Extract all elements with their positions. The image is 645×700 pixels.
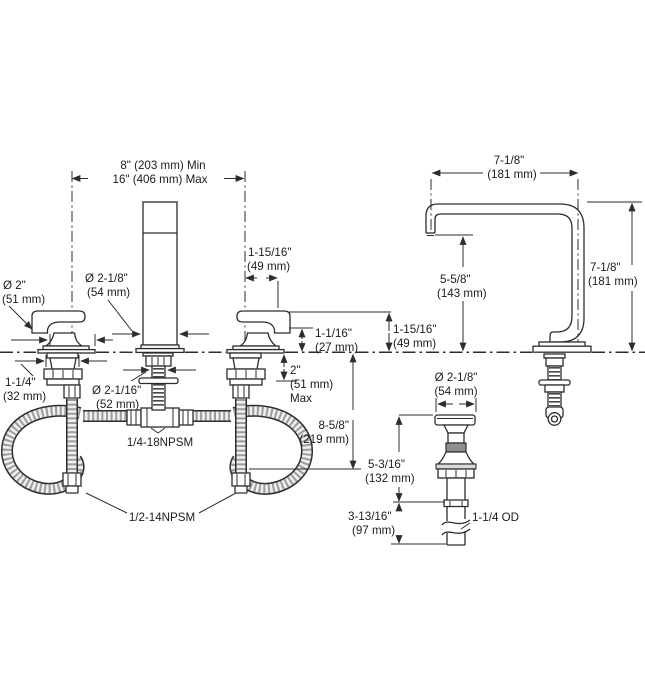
- dim-valve-dia-2: (54 mm): [87, 286, 130, 299]
- pipe-break-lower: [441, 528, 471, 536]
- tee-fitting: [126, 407, 194, 428]
- dim-spout-height-2: (181 mm): [588, 275, 638, 288]
- dim-tailpiece-2: (97 mm): [352, 524, 395, 537]
- center-shank: [138, 352, 179, 411]
- dim-valve-dia-1: Ø 2-1/8": [85, 272, 128, 285]
- dim-drain-body-1: 5-3/16": [368, 458, 405, 471]
- dim-handle-dia-1: Ø 2": [3, 279, 26, 292]
- dim-deck-max-2: (51 mm): [290, 378, 333, 391]
- spout-shank: [538, 353, 571, 426]
- dim-drain-dia-1: Ø 2-1/8": [435, 371, 478, 384]
- dim-handle-reach-2: (49 mm): [247, 260, 290, 273]
- dimension-lines: [8, 169, 642, 545]
- dim-spout-reach-1: 7-1/8": [494, 154, 525, 167]
- dim-handle-above-1: 1-15/16": [393, 323, 436, 336]
- dim-spout-height-1: 7-1/8": [590, 261, 621, 274]
- supply-hoses: [7, 399, 307, 493]
- mounting-washer: [138, 377, 179, 385]
- dim-flange-2: (32 mm): [3, 390, 46, 403]
- dim-deck-max-3: Max: [290, 392, 312, 405]
- spout: [425, 179, 592, 353]
- dim-lever-height-2: (27 mm): [315, 341, 358, 354]
- dim-flange-1: 1-1/4": [5, 376, 36, 389]
- dim-deck-max-1: 2": [290, 364, 301, 377]
- spout-base: [532, 345, 592, 353]
- dim-below-deck-2: (219 mm): [299, 433, 349, 446]
- dim-tailpiece-1: 3-13/16": [348, 510, 391, 523]
- right-handle: [226, 171, 291, 354]
- pipe-break-upper: [441, 519, 471, 526]
- right-handle-lever: [236, 310, 291, 334]
- dim-handle-reach-1: 1-15/16": [248, 246, 291, 259]
- left-handle: [31, 171, 96, 354]
- left-handle-lever: [31, 310, 86, 334]
- valve-column: [135, 201, 185, 354]
- dim-drain-dia-2: (54 mm): [434, 385, 477, 398]
- right-supply-fitting: [231, 472, 251, 494]
- dim-handle-dia-2: (51 mm): [2, 293, 45, 306]
- drain-gasket: [445, 442, 467, 453]
- dim-outlet-height-2: (143 mm): [437, 287, 487, 300]
- dim-lever-height-1: 1-1/16": [315, 327, 352, 340]
- right-valve-hardware: [226, 352, 266, 399]
- dim-spread-max: 16" (406 mm) Max: [113, 173, 208, 186]
- spout-inner: [434, 213, 573, 344]
- label-tailpiece-od: 1-1/4 OD: [472, 511, 519, 524]
- left-supply-fitting: [62, 472, 82, 494]
- drain-tailpiece: [446, 477, 466, 502]
- dim-below-deck-1: 8-5/8": [318, 419, 349, 432]
- dim-spread-min: 8" (203 mm) Min: [120, 159, 205, 172]
- dim-shank-dia-2: (52 mm): [96, 398, 139, 411]
- dim-handle-above-2: (49 mm): [393, 337, 436, 350]
- label-tee-thread: 1/4-18NPSM: [127, 436, 193, 449]
- label-supply-thread: 1/2-14NPSM: [129, 511, 195, 524]
- left-handle-base: [44, 332, 85, 347]
- drain-assembly: [434, 414, 477, 546]
- dim-outlet-height-1: 5-5/8": [440, 273, 471, 286]
- dimension-labels: 8" (203 mm) Min 16" (406 mm) Max Ø 2" (5…: [2, 154, 638, 537]
- dim-spout-reach-2: (181 mm): [487, 168, 537, 181]
- dim-drain-body-2: (132 mm): [365, 472, 415, 485]
- dim-shank-dia-1: Ø 2-1/16": [92, 384, 141, 397]
- left-valve-hardware: [43, 352, 83, 399]
- drain-flange-cap: [434, 414, 476, 426]
